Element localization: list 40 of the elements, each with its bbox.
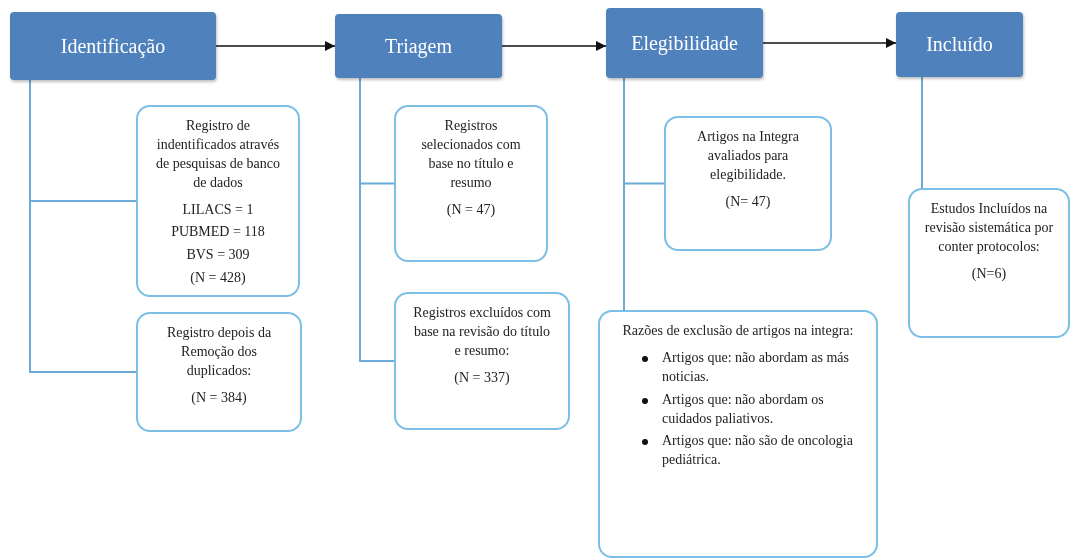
count-text: (N= 47) (725, 192, 771, 211)
box-text: Registros selecionados com base no título e resumo (420, 117, 522, 192)
process-box (136, 105, 300, 297)
process-box (598, 310, 878, 558)
box-text: Registro de indentificados através de pesquisas de banco de dados (155, 117, 281, 192)
stage-header-box (10, 12, 216, 80)
connector-line (623, 77, 625, 311)
stage-header-box (896, 12, 1023, 77)
count-text: (N=6) (971, 264, 1007, 283)
stage-title: Elegibilidade (631, 31, 738, 55)
arrow (762, 37, 897, 49)
count-text: BVS = 309 (186, 246, 250, 265)
arrow (215, 40, 336, 52)
box-text: Estudos Incluídos na revisão sistemática por conter protocolos: (924, 200, 1054, 256)
stage-header-box (335, 14, 502, 78)
arrow (501, 40, 607, 52)
count-text: PUBMED = 118 (171, 223, 265, 242)
process-box (908, 188, 1070, 338)
stage-title: Incluído (926, 33, 993, 56)
connector-line (359, 77, 395, 362)
process-box (394, 292, 570, 430)
stage-title: Identificação (60, 34, 166, 58)
count-text: (N = 337) (454, 368, 510, 387)
stage-title: Triagem (384, 34, 452, 58)
box-text: Artigos na Integra avaliados para elegibilidade. (696, 128, 800, 184)
bullet-text: Artigos que: não são de oncologia pediátrica. (662, 432, 854, 470)
box-text: Registros excluídos com base na revisão do título e resumo: (412, 304, 552, 360)
bullet-text: Artigos que: não abordam os cuidados paliativos. (662, 390, 825, 428)
count-text: (N = 47) (446, 200, 496, 219)
process-box (664, 116, 832, 251)
stage-header-box (606, 8, 763, 78)
count-text: (N = 384) (191, 388, 247, 407)
connector-line (921, 76, 923, 189)
process-box (394, 105, 548, 262)
process-box (136, 312, 302, 432)
bullet-text: Artigos que: não abordam as más noticias. (662, 348, 850, 386)
count-text: (N = 428) (190, 269, 246, 288)
count-text: LILACS = 1 (182, 200, 254, 219)
box-text: Razões de exclusão de artigos na integra: (622, 322, 854, 340)
box-text: Registro depois da Remoção dos duplicados: (165, 324, 273, 380)
